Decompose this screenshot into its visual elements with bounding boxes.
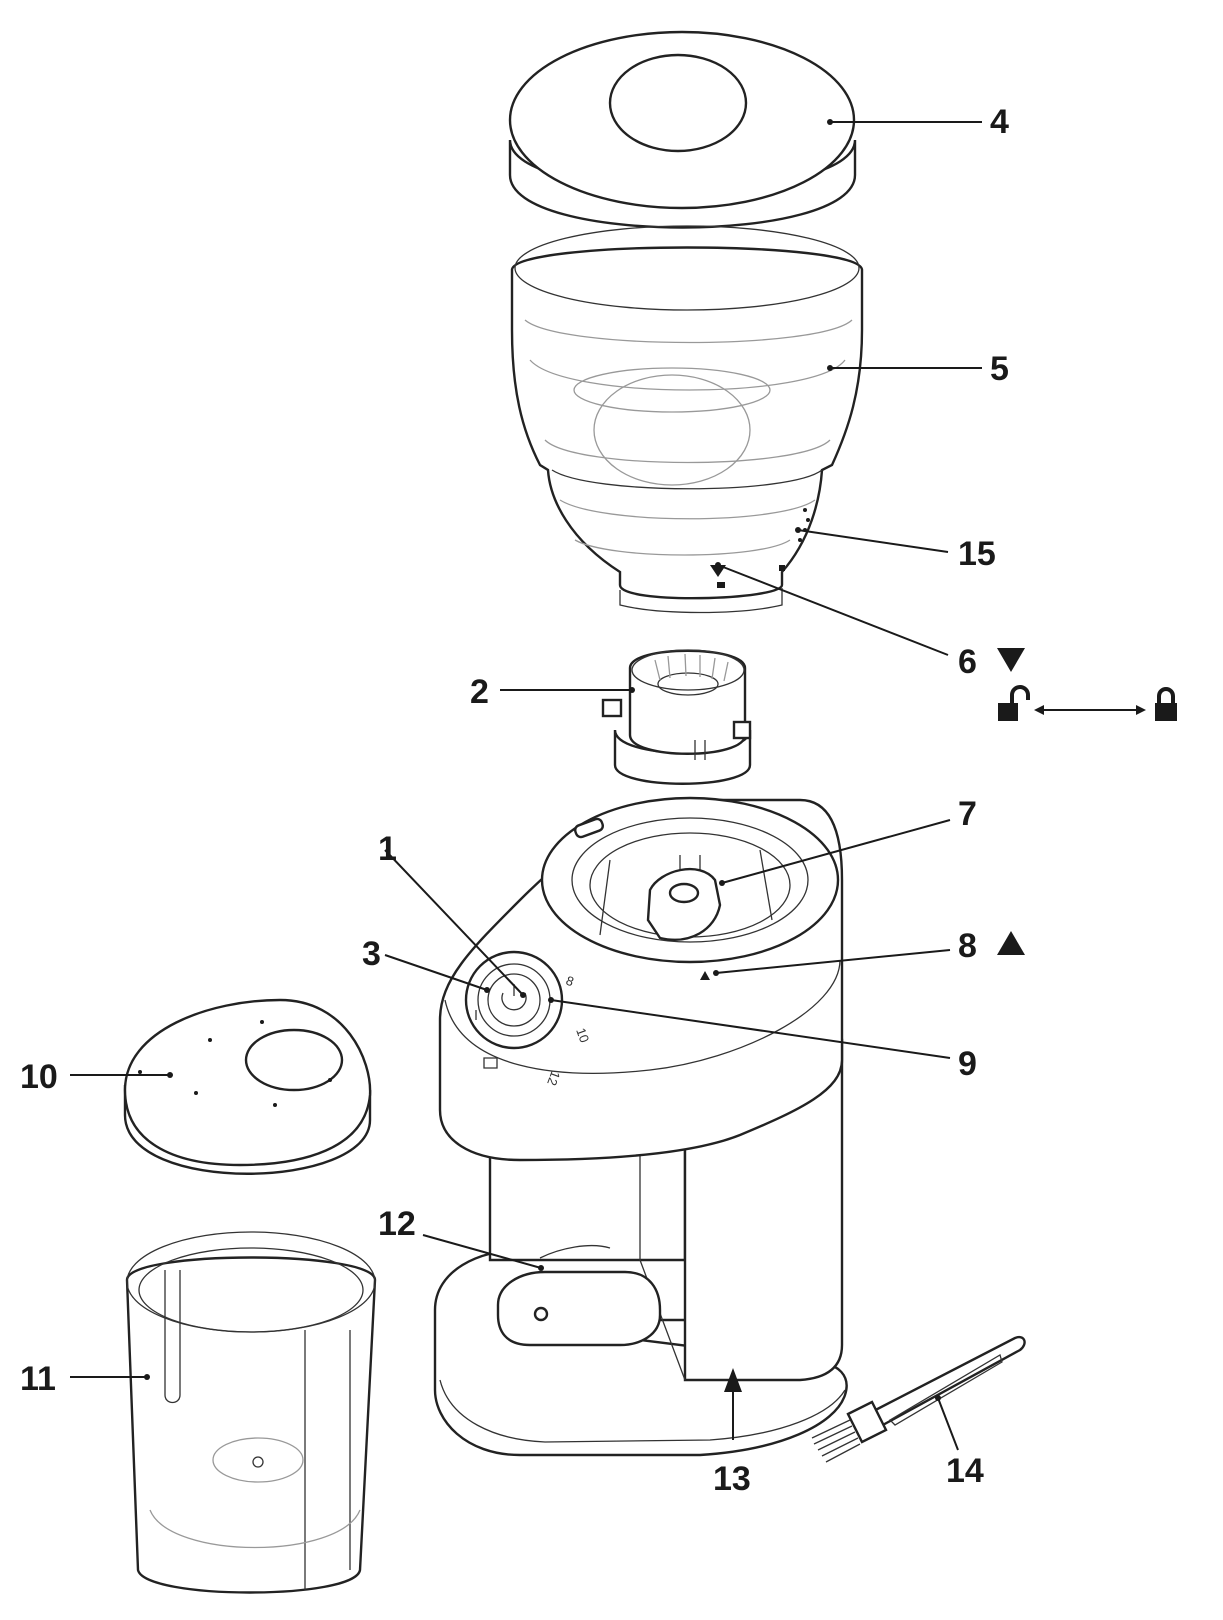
callout-10: 10 <box>20 1058 58 1096</box>
hopper-lid <box>508 30 857 229</box>
dial-scale-8: 8 <box>564 973 576 990</box>
callout-7: 7 <box>958 795 977 833</box>
callout-12: 12 <box>378 1205 416 1243</box>
underside-arrow-icon <box>724 1368 742 1392</box>
body-alignment-marker-icon <box>700 971 710 980</box>
callout-11: 11 <box>20 1360 56 1398</box>
callout-15: 15 <box>958 535 996 573</box>
callout-3: 3 <box>362 935 381 973</box>
ground-coffee-container <box>125 1231 377 1594</box>
callout-13: 13 <box>713 1460 751 1498</box>
callout-6: 6 <box>958 643 977 681</box>
alignment-marker-icon <box>710 565 726 577</box>
unlocked-padlock-icon <box>998 685 1030 721</box>
triangle-up-icon <box>997 931 1025 955</box>
callout-14: 14 <box>946 1452 984 1490</box>
dial-scale-12: 12 <box>544 1069 563 1088</box>
grinder-body: 8 10 12 <box>433 796 848 1457</box>
callout-8: 8 <box>958 927 977 965</box>
callout-4: 4 <box>990 103 1009 141</box>
leader-lines <box>70 119 982 1451</box>
triangle-down-icon <box>997 648 1025 672</box>
bean-hopper <box>510 225 864 614</box>
cleaning-brush <box>811 1335 1026 1463</box>
callout-labels: 1 2 3 4 5 6 7 8 9 10 11 12 13 14 15 <box>20 103 1009 1498</box>
lock-legend <box>998 685 1177 721</box>
upper-burr <box>601 649 752 785</box>
callout-2: 2 <box>470 673 489 711</box>
locked-padlock-icon <box>1155 687 1177 721</box>
callout-1: 1 <box>378 830 397 868</box>
container-lid <box>123 998 372 1175</box>
dial-scale-10: 10 <box>573 1026 592 1045</box>
callout-9: 9 <box>958 1045 977 1083</box>
callout-5: 5 <box>990 350 1009 388</box>
double-arrow-icon <box>1034 705 1146 715</box>
